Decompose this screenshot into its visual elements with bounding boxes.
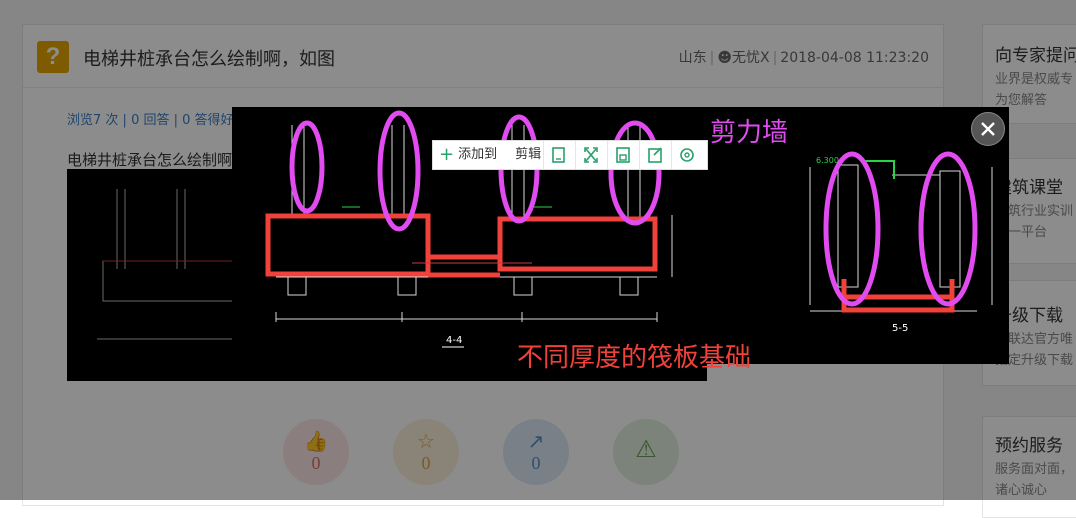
- answers-count[interactable]: 0 回答: [131, 113, 170, 128]
- question-title[interactable]: 电梯井桩承台怎么绘制啊，如图: [83, 49, 335, 70]
- save-icon: [616, 147, 630, 163]
- section-label-5-5: 5-5: [892, 323, 908, 334]
- close-viewer-button[interactable]: [971, 112, 1005, 146]
- add-to-clip-button[interactable]: +添加到剪辑: [439, 144, 542, 165]
- question-stats: 浏览7 次 | 0 回答 | 0 答得好: [67, 113, 234, 128]
- share-button[interactable]: ↗ 0: [503, 419, 569, 485]
- user-link[interactable]: 无忧X: [731, 50, 770, 66]
- question-header: ? 电梯井桩承台怎么绘制啊，如图 山东|☻无忧X|2018-04-08 11:2…: [23, 25, 943, 88]
- question-meta: 山东|☻无忧X|2018-04-08 11:23:20: [678, 50, 929, 66]
- copy-button[interactable]: [543, 141, 574, 169]
- elevation-label: 6.300: [816, 156, 839, 165]
- fullscreen-button[interactable]: [575, 141, 606, 169]
- image-viewer[interactable]: 4-4 6.300 5-5: [232, 107, 1009, 373]
- question-body: 电梯井桩承台怎么绘制啊: [67, 151, 233, 169]
- thumbs-up-icon: 👍: [303, 431, 329, 453]
- open-button[interactable]: [639, 141, 670, 169]
- user-icon: ☻: [717, 50, 732, 66]
- warning-icon: ⚠: [635, 436, 657, 463]
- section-label-4-4: 4-4: [446, 335, 462, 346]
- expand-icon: [584, 147, 598, 163]
- external-link-icon: [648, 147, 662, 163]
- close-icon: [981, 122, 995, 136]
- question-icon: ?: [37, 41, 69, 73]
- favorite-button[interactable]: ☆ 0: [393, 419, 459, 485]
- image-toolbar: +添加到剪辑: [432, 140, 708, 170]
- plus-icon: +: [439, 144, 455, 165]
- post-time: 2018-04-08 11:23:20: [780, 50, 929, 66]
- views-count: 浏览7 次: [67, 113, 119, 128]
- cad-drawing-image: 4-4 6.300 5-5: [265, 110, 993, 348]
- report-button[interactable]: ⚠: [613, 419, 679, 485]
- annotation-raft-foundation: 不同厚度的筏板基础: [517, 343, 752, 373]
- like-button[interactable]: 👍 0: [283, 419, 349, 485]
- location-link[interactable]: 山东: [678, 50, 707, 66]
- annotation-shear-wall: 剪力墙: [710, 118, 789, 148]
- save-button[interactable]: [607, 141, 638, 169]
- good-answers-count[interactable]: 0 答得好: [182, 113, 234, 128]
- share-icon: ↗: [527, 431, 545, 453]
- settings-button[interactable]: [671, 141, 702, 169]
- copy-icon: [552, 147, 565, 163]
- star-icon: ☆: [417, 431, 435, 453]
- gear-icon: [680, 148, 694, 162]
